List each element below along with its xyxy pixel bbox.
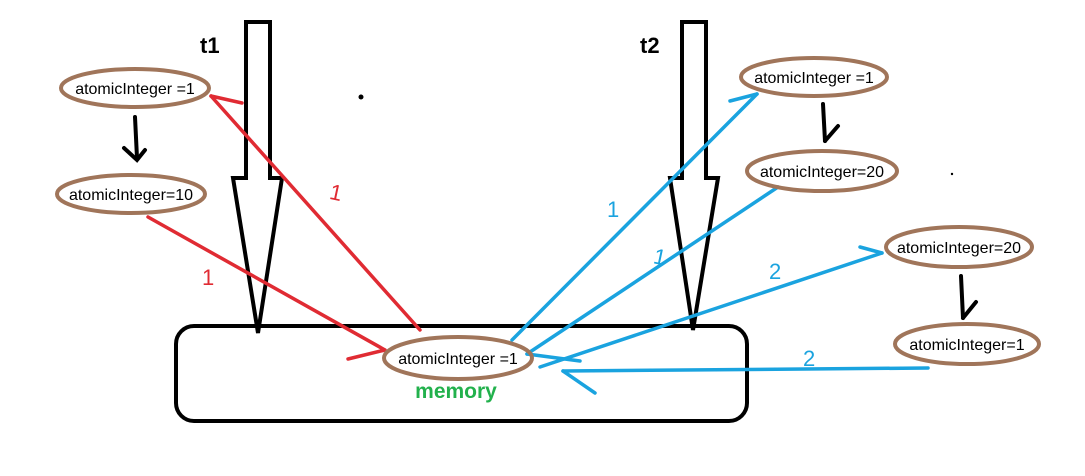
down-arrow-icon <box>122 115 147 163</box>
t2-write1-arrowhead <box>525 352 582 363</box>
t1-label: t1 <box>200 33 220 58</box>
t2-read2-step-label: 2 <box>769 259 781 284</box>
t1-read-value: atomicInteger =1 <box>75 81 195 98</box>
t2-read2-value: atomicInteger=20 <box>897 240 1021 257</box>
t2-modified2-value: atomicInteger=1 <box>909 337 1024 354</box>
t1-arrows <box>146 94 422 361</box>
t2-write2-line <box>561 366 930 373</box>
t2-read2-line <box>538 251 884 369</box>
t2-read2-node: atomicInteger=20 <box>884 225 1034 269</box>
t2-write-step-label: 1 <box>651 243 668 270</box>
t2-thread-arrow <box>667 20 721 331</box>
t2-label: t2 <box>640 33 660 58</box>
t1-write-line <box>146 215 387 352</box>
t1-modified-node: atomicInteger=10 <box>55 173 207 215</box>
t2-write1-line <box>525 185 780 356</box>
t2-write2-step-label: 2 <box>803 346 815 371</box>
t2-modified1-node: atomicInteger=20 <box>745 149 899 193</box>
t1-thread-arrow <box>230 20 285 334</box>
t2-modified1-value: atomicInteger=20 <box>760 164 884 181</box>
down-arrow-icon <box>959 274 978 320</box>
t1-write-arrowhead <box>346 348 387 361</box>
t2-write2-arrowhead <box>561 369 597 395</box>
memory-label: memory <box>415 380 497 403</box>
stray-dot <box>950 172 954 176</box>
t2-read2-arrowhead <box>858 245 884 255</box>
t1-read-arrowhead <box>209 94 244 105</box>
stray-dot <box>358 94 364 100</box>
t2-modified2-node: atomicInteger=1 <box>893 322 1041 366</box>
t1-read-node: atomicInteger =1 <box>59 67 211 109</box>
t1-modified-value: atomicInteger=10 <box>69 187 193 204</box>
memory-box <box>174 324 749 423</box>
t2-read1-value: atomicInteger =1 <box>754 70 874 87</box>
t2-read1-node: atomicInteger =1 <box>739 56 889 98</box>
t2-read1-line <box>510 92 759 342</box>
t1-read-step-label: 1 <box>327 179 344 206</box>
t2-arrows <box>510 92 930 395</box>
t2-read-step-label: 1 <box>607 197 619 222</box>
memory-value: atomicInteger =1 <box>398 351 518 368</box>
memory-value-node: atomicInteger =1 <box>382 335 534 381</box>
t1-read-line <box>209 94 422 332</box>
t2-read1-arrowhead <box>728 92 759 103</box>
down-arrow-icon <box>821 102 840 143</box>
t1-write-step-label: 1 <box>202 265 214 290</box>
